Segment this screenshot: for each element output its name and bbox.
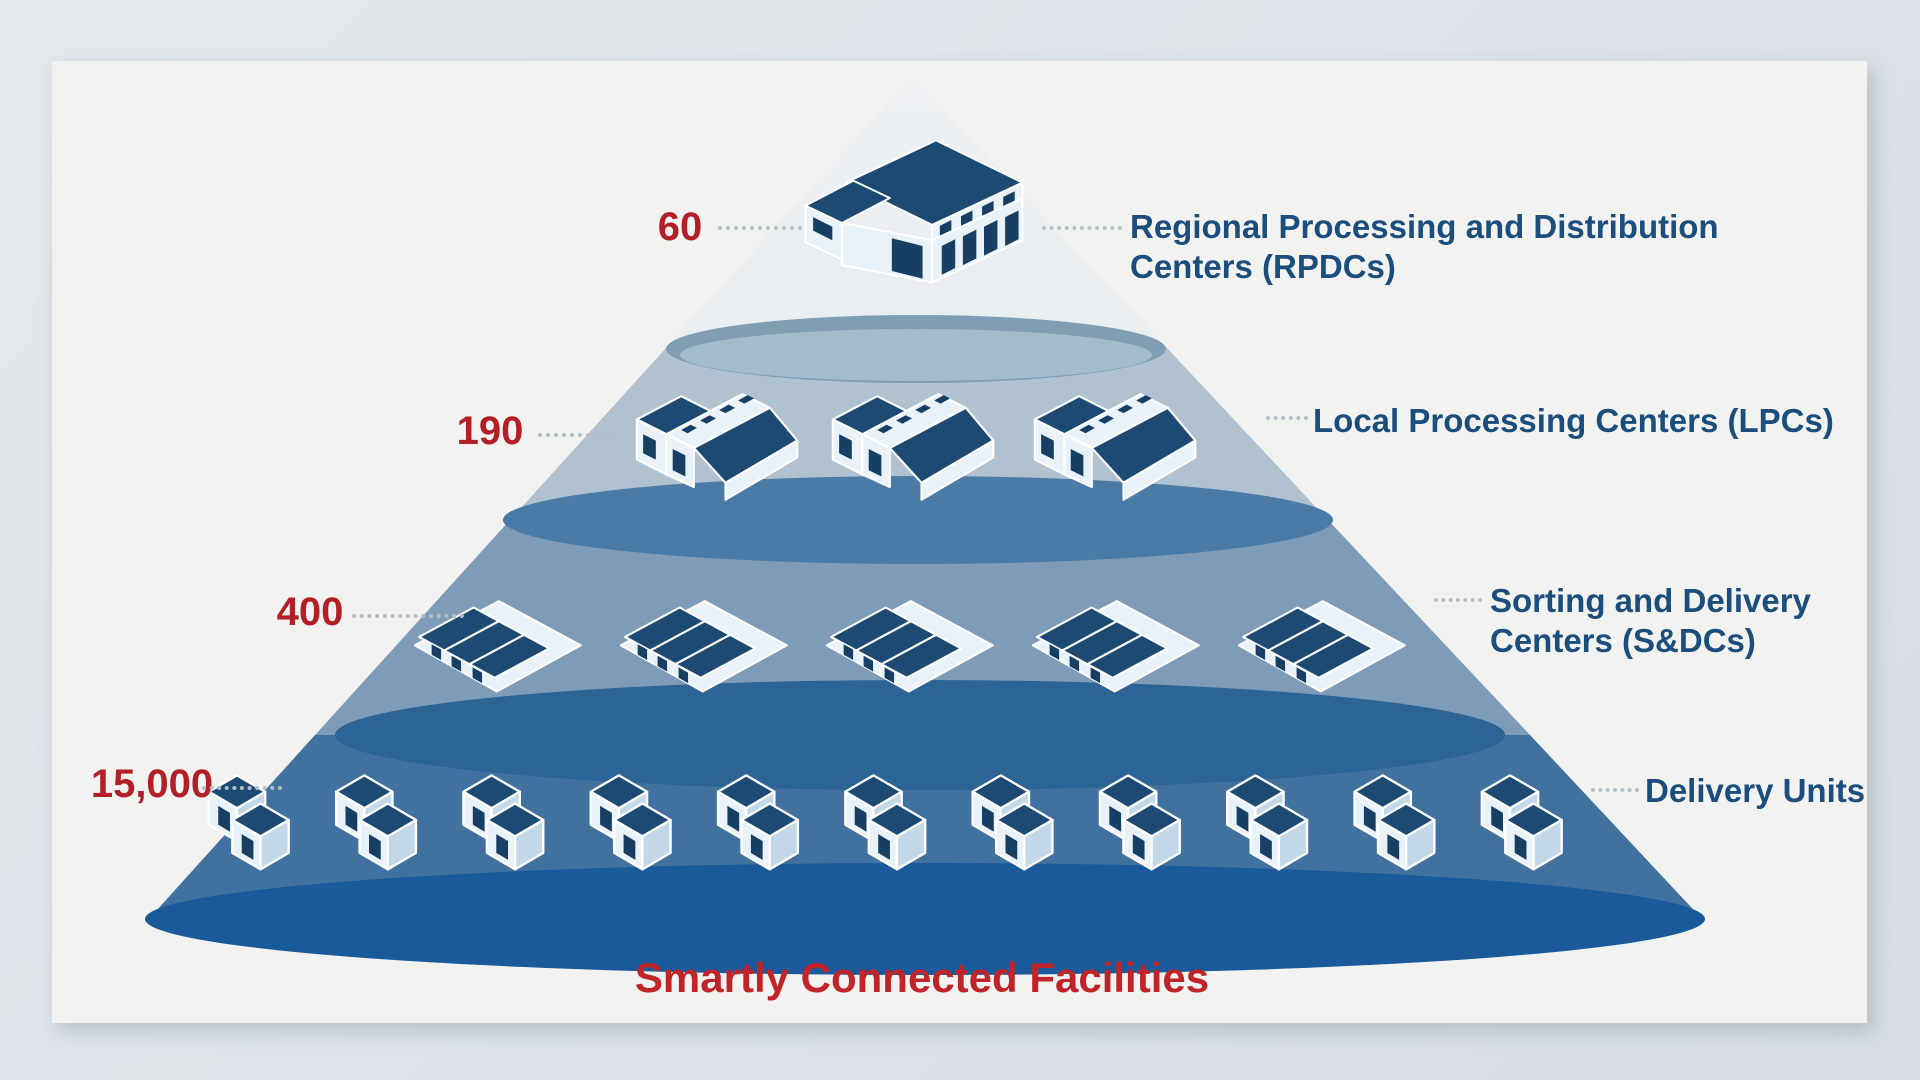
rpdc-count: 60 xyxy=(657,205,703,249)
leader-line xyxy=(352,614,464,618)
diagram-caption: Smartly Connected Facilities xyxy=(634,954,1210,1001)
delivery-units-label-line1: Delivery Units xyxy=(1645,772,1866,809)
lpc-label: Local Processing Centers (LPCs) xyxy=(1313,401,1834,441)
delivery-units-label: Delivery Units xyxy=(1645,771,1865,811)
leader-line xyxy=(202,786,282,790)
leader-line xyxy=(1266,416,1308,420)
sdc-count: 400 xyxy=(276,590,344,634)
tier1-platform-ellipse-inner xyxy=(680,329,1152,381)
delivery-units-count: 15,000 xyxy=(90,762,214,806)
tier2-platform-ellipse xyxy=(503,476,1333,564)
leader-line xyxy=(1042,226,1122,230)
rpdc-label-line2: Centers (RPDCs) xyxy=(1130,248,1396,286)
sdc-label-line2: Centers (S&DCs) xyxy=(1490,622,1756,660)
rpdc-label: Regional Processing and Distribution Cen… xyxy=(1130,207,1719,288)
leader-line xyxy=(718,226,802,230)
sdc-label: Sorting and Delivery Centers (S&DCs) xyxy=(1490,581,1811,662)
leader-line xyxy=(538,433,614,437)
leader-line xyxy=(1591,788,1639,792)
sdc-label-line1: Sorting and Delivery xyxy=(1490,582,1811,619)
base-ellipse xyxy=(145,863,1705,975)
lpc-label-line1: Local Processing Centers (LPCs) xyxy=(1313,402,1834,439)
rpdc-label-line1: Regional Processing and Distribution xyxy=(1130,208,1719,245)
lpc-count: 190 xyxy=(456,409,524,453)
tier3-platform-ellipse xyxy=(335,680,1505,790)
leader-line xyxy=(1434,598,1482,602)
diagram-panel: 60 190 400 15,000 Regional Processing an… xyxy=(52,61,1867,1023)
pyramid-graphic xyxy=(145,76,1705,975)
